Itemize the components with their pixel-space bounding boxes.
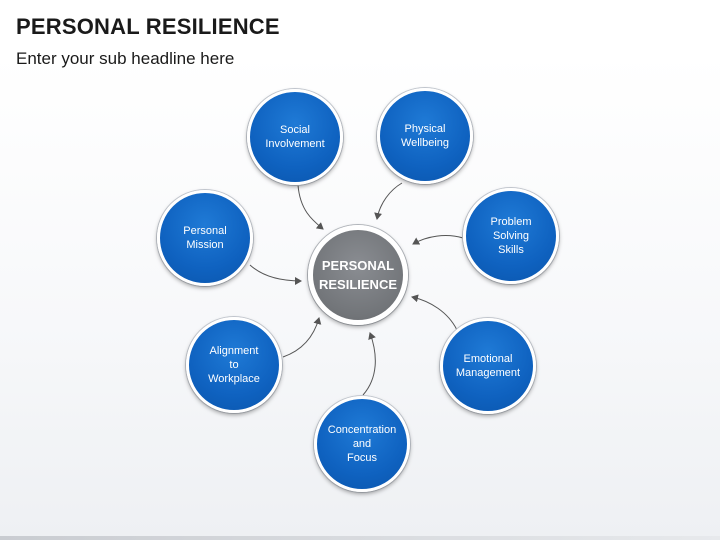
arrow-concentration bbox=[362, 332, 376, 396]
arrow-problem bbox=[412, 235, 464, 245]
arrow-emotional bbox=[411, 294, 458, 331]
node-personal-mission: Personal Mission bbox=[157, 190, 253, 286]
node-alignment-to-workplace: Alignment to Workplace bbox=[186, 317, 282, 413]
sub-headline: Enter your sub headline here bbox=[16, 49, 235, 68]
center-personal-resilience: PERSONAL RESILIENCE bbox=[308, 225, 408, 325]
arrow-social bbox=[297, 184, 324, 230]
node-problem-solving-skills: Problem Solving Skills bbox=[463, 188, 559, 284]
node-concentration-and-focus: Concentration and Focus bbox=[314, 396, 410, 492]
node-social-involvement: Social Involvement bbox=[247, 89, 343, 185]
bottom-bar bbox=[0, 536, 720, 540]
arrow-physical bbox=[374, 182, 403, 220]
arrow-mission bbox=[249, 264, 302, 285]
page-title: PERSONAL RESILIENCE bbox=[16, 14, 280, 39]
node-physical-wellbeing: Physical Wellbeing bbox=[377, 88, 473, 184]
node-emotional-management: Emotional Management bbox=[440, 318, 536, 414]
arrow-alignment bbox=[282, 317, 322, 358]
